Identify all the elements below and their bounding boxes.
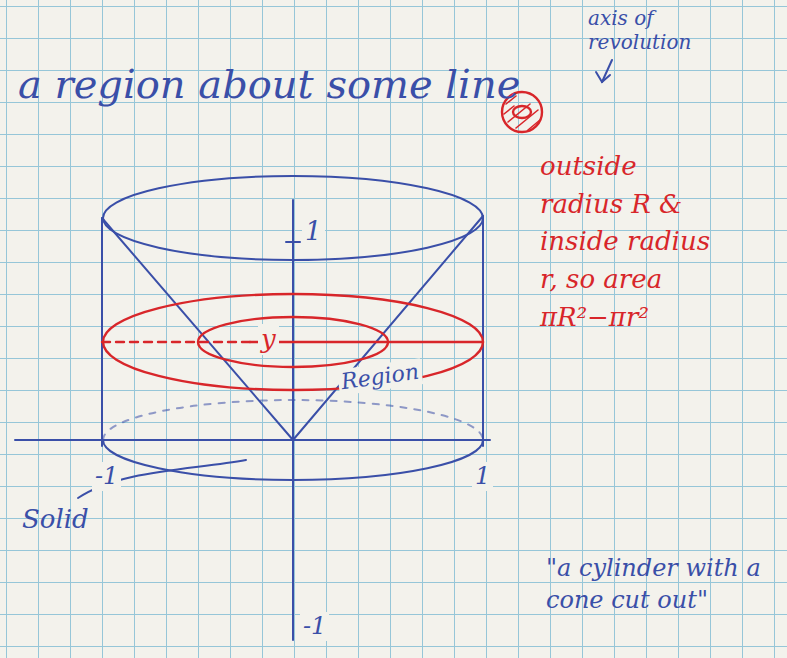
axis-value: -1 [300, 612, 329, 641]
region-label: Region [337, 358, 424, 396]
axis-value: 1 [302, 216, 325, 247]
axis-variable: y [258, 324, 279, 355]
area-note: outside radius R & inside radius r, so a… [540, 148, 720, 336]
heading-note: a region about some line [18, 60, 718, 108]
axis-note: axis of revolution [588, 6, 718, 54]
description-note: "a cylinder with a cone cut out" [546, 552, 771, 617]
axis-value: 1 [472, 462, 493, 491]
axis-value: -1 [92, 462, 121, 491]
solid-label: Solid [22, 504, 89, 535]
